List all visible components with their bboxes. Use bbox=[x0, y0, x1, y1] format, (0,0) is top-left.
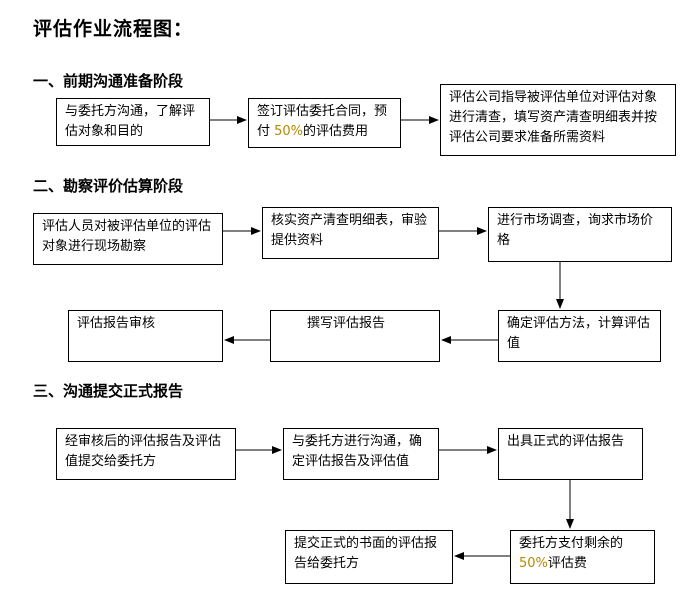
step-box-7: 确定评估方法，计算评估值 bbox=[498, 310, 661, 362]
step-text-2-post: 的评估费用 bbox=[303, 124, 369, 139]
step-text-13-pre: 委托方支付剩余的 bbox=[519, 536, 624, 551]
step-box-12: 出具正式的评估报告 bbox=[498, 428, 643, 480]
section-heading-3: 三、沟通提交正式报告 bbox=[33, 382, 184, 400]
step-box-2: 签订评估委托合同，预付 50%的评估费用 bbox=[248, 98, 401, 148]
step-text-7: 确定评估方法，计算评估值 bbox=[507, 316, 651, 351]
section-heading-1: 一、前期沟通准备阶段 bbox=[33, 72, 184, 90]
step-text-11: 与委托方进行沟通，确定评估报告及评估值 bbox=[292, 434, 423, 469]
page-title: 评估作业流程图： bbox=[33, 18, 194, 40]
step-text-9: 评估报告审核 bbox=[77, 316, 156, 331]
step-text-2-percent: 50% bbox=[274, 124, 304, 139]
step-box-10: 经审核后的评估报告及评估值提交给委托方 bbox=[56, 428, 236, 480]
step-text-13-percent: 50% bbox=[519, 556, 548, 571]
step-box-6: 进行市场调查，询求市场价格 bbox=[488, 207, 672, 262]
step-text-10: 经审核后的评估报告及评估值提交给委托方 bbox=[65, 434, 222, 469]
step-box-1: 与委托方沟通，了解评估对象和目的 bbox=[56, 98, 210, 146]
step-text-6: 进行市场调查，询求市场价格 bbox=[497, 213, 654, 248]
step-text-14: 提交正式的书面的评估报告给委托方 bbox=[294, 536, 438, 571]
step-text-8: 撰写评估报告 bbox=[307, 316, 386, 331]
step-box-9: 评估报告审核 bbox=[68, 310, 223, 362]
step-text-1: 与委托方沟通，了解评估对象和目的 bbox=[65, 104, 196, 139]
step-text-2-pre: 签订评估委托合同，预付 bbox=[257, 104, 388, 139]
step-box-11: 与委托方进行沟通，确定评估报告及评估值 bbox=[283, 428, 439, 480]
step-box-14: 提交正式的书面的评估报告给委托方 bbox=[285, 530, 453, 584]
step-box-13: 委托方支付剩余的 50%评估费 bbox=[510, 530, 655, 584]
step-box-4: 评估人员对被评估单位的评估对象进行现场勘察 bbox=[33, 213, 223, 265]
step-box-3: 评估公司指导被评估单位对评估对象进行清查，填写资产清查明细表并按评估公司要求准备… bbox=[440, 84, 676, 156]
step-text-5: 核实资产清查明细表，审验提供资料 bbox=[271, 213, 428, 248]
step-text-13-post: 评估费 bbox=[547, 556, 587, 571]
step-box-5: 核实资产清查明细表，审验提供资料 bbox=[262, 207, 439, 259]
step-text-4: 评估人员对被评估单位的评估对象进行现场勘察 bbox=[42, 219, 212, 254]
section-heading-2: 二、勘察评价估算阶段 bbox=[33, 177, 184, 195]
step-box-8: 撰写评估报告 bbox=[270, 310, 440, 362]
step-text-12: 出具正式的评估报告 bbox=[507, 434, 625, 449]
step-text-3: 评估公司指导被评估单位对评估对象进行清查，填写资产清查明细表并按评估公司要求准备… bbox=[449, 90, 658, 145]
